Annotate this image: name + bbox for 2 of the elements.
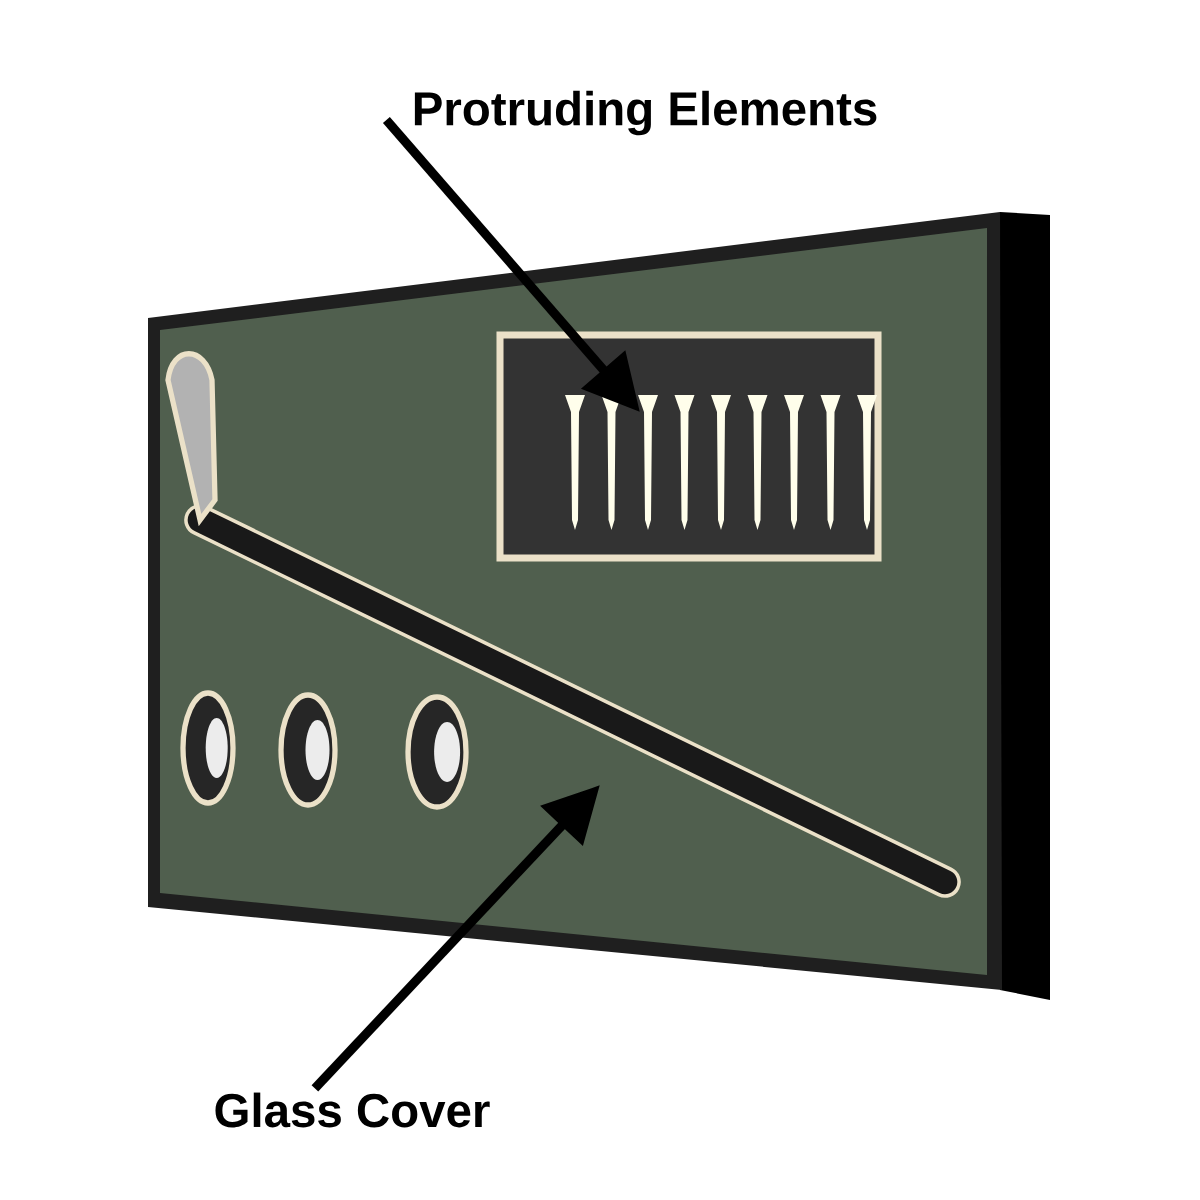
callout-label: Protruding Elements xyxy=(414,90,877,136)
callout-label: Glass Cover xyxy=(215,1092,490,1128)
